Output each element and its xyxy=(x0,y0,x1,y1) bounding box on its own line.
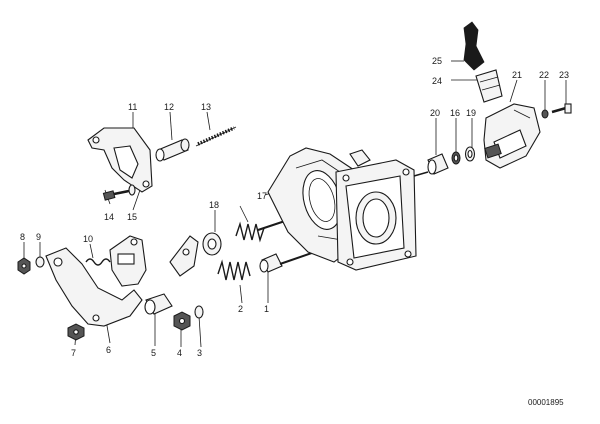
label-19: 19 xyxy=(466,108,476,118)
lever-8 xyxy=(45,247,143,327)
spring-2 xyxy=(217,259,251,281)
spring-10 xyxy=(85,258,111,266)
label-8: 8 xyxy=(20,232,25,242)
connector-24 xyxy=(475,69,503,103)
sleeve-1 xyxy=(259,253,283,273)
label-11: 11 xyxy=(128,102,137,112)
washer-16 xyxy=(451,151,461,165)
nut-8b xyxy=(17,257,31,275)
spring-17 xyxy=(235,221,265,243)
leader-lines xyxy=(23,60,567,348)
spacer-sleeve-12 xyxy=(155,138,190,162)
label-18: 18 xyxy=(209,200,219,210)
label-14: 14 xyxy=(104,212,114,222)
label-17: 17 xyxy=(257,191,267,201)
label-20: 20 xyxy=(430,108,440,118)
washer-3 xyxy=(194,305,204,319)
label-16: 16 xyxy=(450,108,460,118)
label-24: 24 xyxy=(432,76,442,86)
label-15: 15 xyxy=(127,212,137,222)
bracket-plate-11 xyxy=(87,127,153,193)
nut-4 xyxy=(173,311,191,331)
label-6: 6 xyxy=(106,345,111,355)
link-plate xyxy=(109,235,147,287)
diagram-reference-number: 00001895 xyxy=(528,398,564,407)
bushing-5 xyxy=(144,293,173,315)
label-13: 13 xyxy=(201,102,211,112)
throttle-housing xyxy=(267,147,429,271)
bush-18 xyxy=(202,232,222,256)
threaded-stud-13 xyxy=(195,126,237,147)
label-2: 2 xyxy=(238,304,243,314)
label-7: 7 xyxy=(71,348,76,358)
washer-22 xyxy=(541,109,549,119)
part-number-labels: 1 2 3 4 5 6 7 8 9 10 11 12 13 14 15 16 1… xyxy=(20,56,569,358)
small-bracket xyxy=(169,235,199,277)
ring-20 xyxy=(427,153,449,175)
throttle-switch-21 xyxy=(483,103,541,169)
screw-23 xyxy=(551,103,572,114)
label-25: 25 xyxy=(432,56,442,66)
label-1: 1 xyxy=(264,304,269,314)
label-22: 22 xyxy=(539,70,549,80)
label-9: 9 xyxy=(36,232,41,242)
label-3: 3 xyxy=(197,348,202,358)
plug-25 xyxy=(463,21,485,71)
label-10: 10 xyxy=(83,234,93,244)
label-5: 5 xyxy=(151,348,156,358)
label-12: 12 xyxy=(164,102,174,112)
label-23: 23 xyxy=(559,70,569,80)
label-4: 4 xyxy=(177,348,182,358)
washer-15 xyxy=(128,184,136,196)
nut-7 xyxy=(67,323,85,341)
washer-9 xyxy=(35,256,45,268)
label-21: 21 xyxy=(512,70,522,80)
washer-19 xyxy=(464,146,476,162)
